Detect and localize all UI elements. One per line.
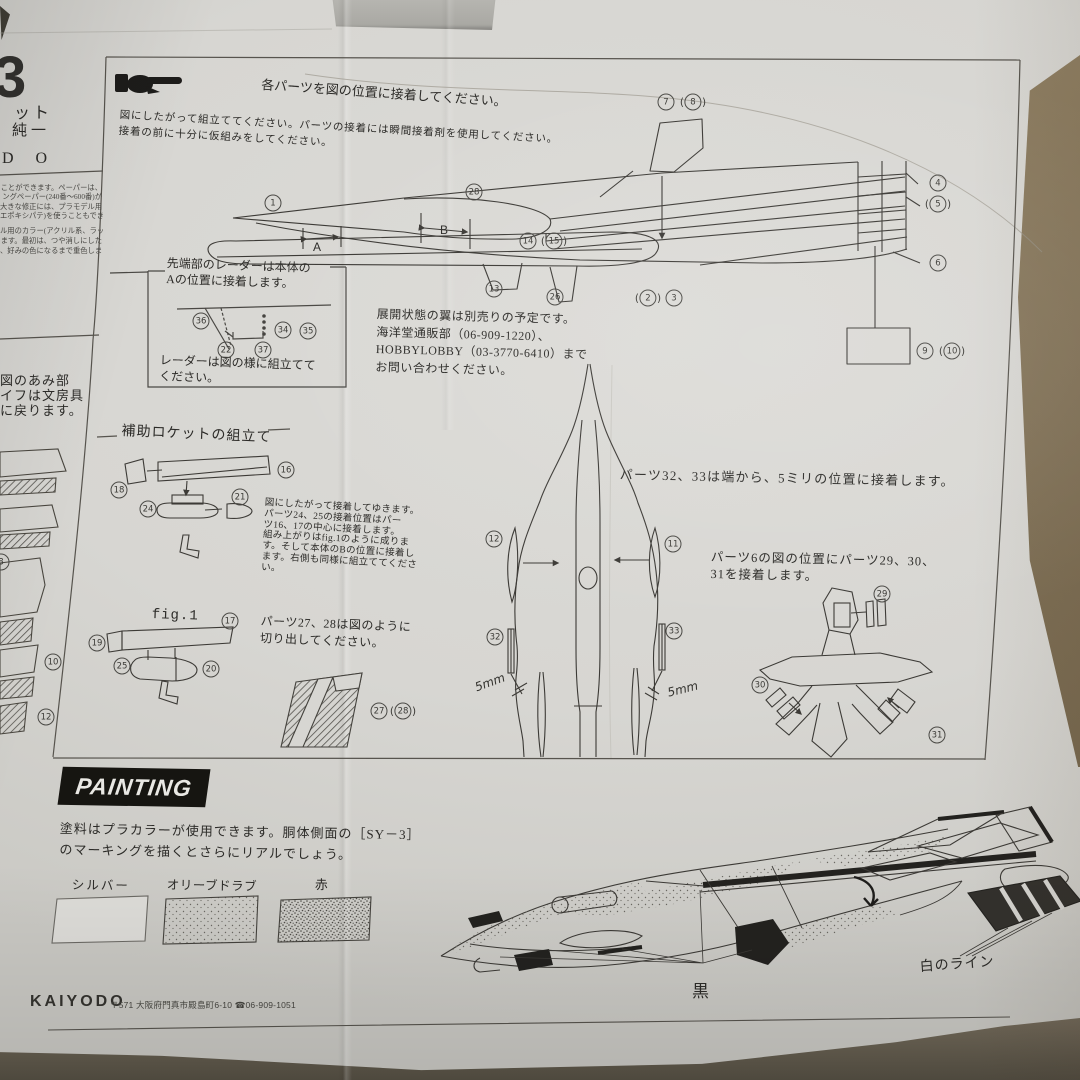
part-number-label: 19 <box>88 634 106 652</box>
parts-6-note: パーツ6の図の位置にパーツ29、30、31を接着します。 <box>710 549 936 584</box>
dimension-a-label: A <box>313 240 322 254</box>
painting-banner-text: PAINTING <box>74 772 194 801</box>
part-number-label: 35 <box>299 322 317 340</box>
part-number-label: 29 <box>873 585 891 603</box>
radar-box-diagram <box>109 266 347 388</box>
part-number-label: 30 <box>751 676 769 694</box>
paint-swatches <box>51 895 372 945</box>
part-number-label: 26 <box>546 288 564 306</box>
part-number-label: (10) <box>938 342 965 360</box>
part-number-label: 11 <box>664 535 682 553</box>
part-number-label: 36 <box>192 312 210 330</box>
part-number-label: 6 <box>929 254 947 272</box>
fig1-caption: fig.1 <box>151 607 199 625</box>
part-number-label: 14 <box>519 232 537 250</box>
part-number-label: 21 <box>231 488 249 506</box>
wing-notice: 展開状態の翼は別売りの予定です。海洋堂通販部（06-909-1220）、 HOB… <box>375 306 588 378</box>
part-number-label: 16 <box>277 461 295 479</box>
swatch-label-red: 赤 <box>314 876 328 893</box>
title-fragment-latin: D O <box>2 150 57 167</box>
panel-borders <box>0 56 1021 1031</box>
part-number-label: (28) <box>389 702 416 720</box>
part-number-label: 10 <box>44 653 62 671</box>
part-number-label: 13 <box>485 280 503 298</box>
painting-banner: PAINTING <box>57 766 211 808</box>
paper-corner-shadow <box>0 6 10 40</box>
left-cut-note: 図のあみ部イフは文房具 に戻ります。 <box>0 373 85 419</box>
part-number-label: 8 <box>0 553 10 571</box>
silver-swatch <box>51 895 149 944</box>
part-number-label: 25 <box>113 657 131 675</box>
title-fragment-katakana: ット <box>14 105 53 122</box>
part-number-label: 18 <box>110 481 128 499</box>
part-number-label: 24 <box>139 500 157 518</box>
kaiyodo-logo: KAIYODO <box>30 993 126 1010</box>
background-sheet-edge <box>332 0 496 30</box>
part-number-label: 4 <box>929 174 947 192</box>
part-number-label: 33 <box>665 622 683 640</box>
cut-parts-diagram <box>280 672 363 748</box>
part-number-label: 28 <box>465 183 483 201</box>
part-number-label: 9 <box>916 342 934 360</box>
red-swatch <box>277 896 372 943</box>
part-number-label: (5) <box>924 195 951 213</box>
part-number-label: 31 <box>928 726 946 744</box>
footer-address: 〒571 大阪府門真市殿島町6-10 ☎06-909-1051 <box>110 1000 296 1010</box>
part-number-label: 12 <box>37 708 55 726</box>
part-number-label: 3 <box>665 289 683 307</box>
top-view-diagram <box>507 363 666 758</box>
painting-body: 塗料はプラカラーが使用できます。胴体側面の［SY－3］のマーキングを描くとさらに… <box>59 820 421 863</box>
parts-27-28-note: パーツ27、28は図のように切り出してください。 <box>259 613 412 650</box>
dimension-b-label: B <box>440 223 449 237</box>
part-number-label: 22 <box>217 341 235 359</box>
rear-view-diagram <box>758 587 934 758</box>
part-number-label: 17 <box>221 612 239 630</box>
black-callout: 黒 <box>692 982 709 1001</box>
side-view-diagram <box>207 118 921 365</box>
part-number-label: 7 <box>657 93 675 111</box>
part-number-label: 20 <box>202 660 220 678</box>
fig1-diagram <box>106 626 234 705</box>
left-strip-parts <box>0 448 67 735</box>
left-smallprint-block1: ことができます。ペーパーは、ングペーパー(240番〜600番)が 大きな修正には… <box>0 183 105 220</box>
left-smallprint-block2: ル用のカラー(アクリル系、ラッます。最初は、つや消しにした 、好みの色になるまで… <box>0 226 105 255</box>
part-number-label: (8) <box>679 93 706 111</box>
painting-illustration <box>440 805 1080 973</box>
title-big-number: 3 <box>0 45 27 110</box>
part-number-label: 32 <box>486 628 504 646</box>
radar-note-bottom: レーダーは図の様に組立ててください。 <box>158 352 316 386</box>
part-number-label: (2) <box>634 289 661 307</box>
pointing-hand-icon <box>115 74 182 94</box>
paper-creases <box>0 28 1043 759</box>
aux-rocket-steps: 図にしたがって接着してゆきます。パーツ24、25の接着位置はパー ツ16、17の… <box>260 498 420 574</box>
part-number-label: 37 <box>254 341 272 359</box>
part-number-label: 1 <box>264 194 282 212</box>
olive-drab-swatch <box>162 895 259 945</box>
aux-rocket-diagram <box>124 455 271 559</box>
swatch-label-silver: シルバー <box>71 877 130 894</box>
part-number-label: 12 <box>485 530 503 548</box>
part-number-label: 34 <box>274 321 292 339</box>
part-number-label: (15) <box>540 232 567 250</box>
title-fragment-name: 純一 <box>12 123 51 139</box>
part-number-label: 27 <box>370 702 388 720</box>
swatch-label-olive-drab: オリーブドラブ <box>166 877 258 894</box>
